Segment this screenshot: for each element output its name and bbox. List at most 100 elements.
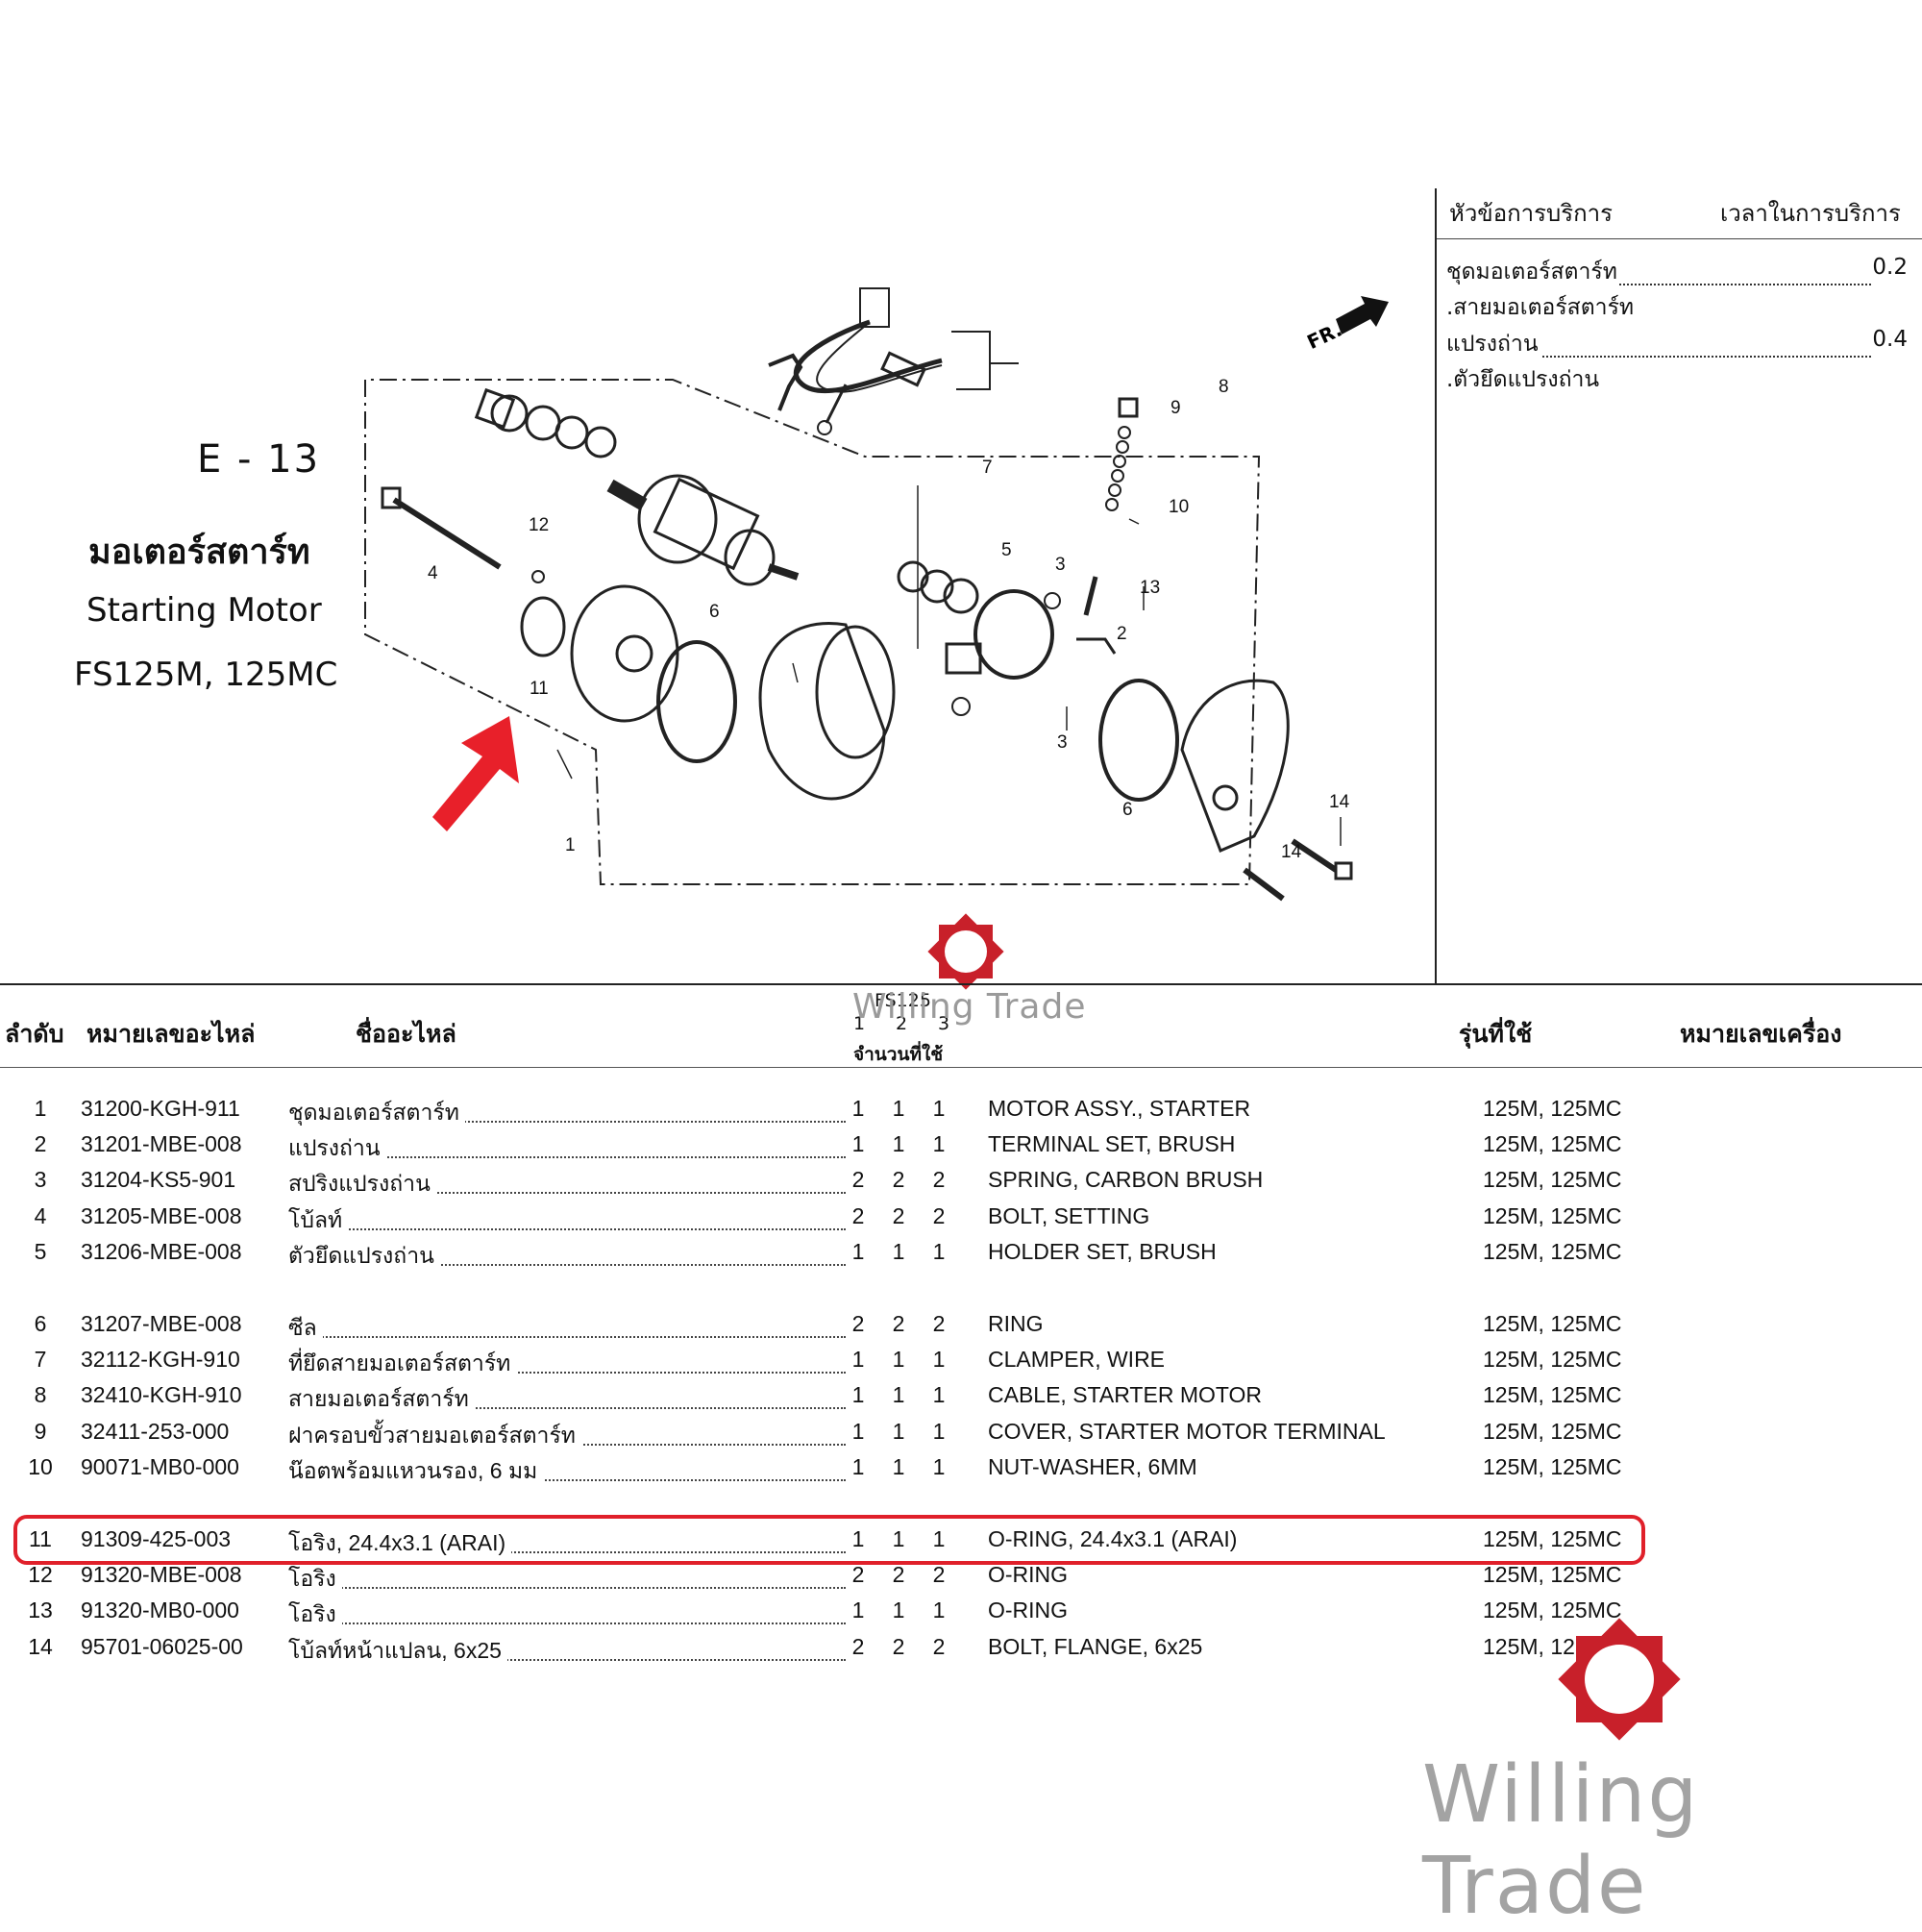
qty-3: 2 (932, 1311, 946, 1336)
part-name-english: BOLT, FLANGE, 6x25 (988, 1634, 1203, 1659)
applicable-models: 125M, 125MC (1483, 1347, 1622, 1372)
part-name-english: O-RING (988, 1562, 1069, 1587)
service-item-label: ชุดมอเตอร์สตาร์ท (1446, 260, 1617, 285)
qty-2: 2 (892, 1167, 905, 1192)
part-number: 31207-MBE-008 (81, 1311, 242, 1336)
part-name-english: O-RING, 24.4x3.1 (ARAI) (988, 1526, 1238, 1551)
diagram-code: E - 13 (197, 437, 321, 482)
col-header-no: ลำดับ (5, 1020, 64, 1048)
col-header-qty-3: 3 (938, 1013, 950, 1034)
qty-3: 1 (932, 1419, 946, 1444)
qty-1: 2 (851, 1203, 865, 1228)
qty-1: 1 (851, 1526, 865, 1551)
qty-2: 2 (892, 1562, 905, 1587)
service-box-border (1435, 188, 1437, 984)
qty-2: 1 (892, 1239, 905, 1264)
qty-1: 2 (851, 1634, 865, 1659)
qty-1: 1 (851, 1598, 865, 1622)
part-index: 14 (28, 1634, 53, 1659)
callout-5: 5 (1001, 540, 1012, 560)
part-name-thai: ชุดมอเตอร์สตาร์ท (288, 1096, 846, 1130)
col-header-part-number: หมายเลขอะไหล่ (86, 1020, 256, 1048)
part-index: 7 (34, 1347, 47, 1372)
callout-2: 2 (1117, 624, 1127, 644)
part-number: 32410-KGH-910 (81, 1382, 242, 1407)
part-number: 91320-MBE-008 (81, 1562, 242, 1587)
part-number: 31204-KS5-901 (81, 1167, 236, 1192)
applicable-models: 125M, 125MC (1483, 1311, 1622, 1336)
part-name-thai: โอริง (288, 1598, 846, 1632)
qty-3: 1 (932, 1347, 946, 1372)
col-header-model-group: FS125 (875, 990, 931, 1011)
part-name-english: MOTOR ASSY., STARTER (988, 1096, 1251, 1121)
callout-4: 4 (428, 563, 438, 583)
service-item-label: แปรงถ่าน (1446, 332, 1539, 357)
qty-3: 1 (932, 1454, 946, 1479)
watermark-text-small: Willing Trade (852, 987, 1087, 1027)
table-header-divider (0, 1067, 1922, 1068)
qty-2: 1 (892, 1096, 905, 1121)
qty-1: 2 (851, 1311, 865, 1336)
part-name-english: BOLT, SETTING (988, 1203, 1150, 1228)
callout-3: 3 (1057, 732, 1068, 753)
part-name-thai: ที่ยึดสายมอเตอร์สตาร์ท (288, 1347, 846, 1381)
exploded-parts-diagram: FR. 1 2 3 3 4 5 6 6 7 8 9 10 11 12 13 14… (364, 287, 1389, 902)
qty-3: 1 (932, 1598, 946, 1622)
callout-1: 1 (565, 835, 576, 855)
qty-3: 1 (932, 1382, 946, 1407)
service-time-header: เวลาในการบริการ (1720, 200, 1901, 227)
part-name-thai: ซีล (288, 1311, 846, 1346)
callout-14b: 14 (1281, 842, 1302, 862)
part-number: 95701-06025-00 (81, 1634, 243, 1659)
diagram-models: FS125M, 125MC (74, 656, 338, 694)
callout-14: 14 (1329, 792, 1350, 812)
part-name-thai: ฝาครอบขั้วสายมอเตอร์สตาร์ท (288, 1419, 846, 1453)
qty-3: 1 (932, 1131, 946, 1156)
willing-trade-logo-large-icon (1558, 1618, 1681, 1741)
applicable-models: 125M, 125MC (1483, 1526, 1622, 1551)
qty-3: 2 (932, 1562, 946, 1587)
service-item-value: 0.2 (1872, 255, 1908, 280)
service-item-label: .สายมอเตอร์สตาร์ท (1446, 295, 1635, 320)
qty-2: 1 (892, 1131, 905, 1156)
qty-2: 1 (892, 1454, 905, 1479)
part-index: 11 (29, 1526, 52, 1551)
part-name-thai: แปรงถ่าน (288, 1131, 846, 1166)
callout-12: 12 (529, 515, 549, 535)
part-index: 10 (28, 1454, 53, 1479)
part-index: 5 (34, 1239, 47, 1264)
qty-3: 1 (932, 1239, 946, 1264)
qty-2: 1 (892, 1382, 905, 1407)
qty-2: 1 (892, 1419, 905, 1444)
col-header-qty-1: 1 (853, 1013, 866, 1034)
applicable-models: 125M, 125MC (1483, 1203, 1622, 1228)
part-index: 3 (34, 1167, 47, 1192)
qty-3: 1 (932, 1096, 946, 1121)
callout-6: 6 (709, 602, 720, 622)
qty-1: 1 (851, 1239, 865, 1264)
willing-trade-logo-icon (927, 913, 1004, 990)
table-top-border (0, 983, 1922, 985)
col-header-qty: จำนวนที่ใช้ (853, 1044, 944, 1065)
part-name-english: NUT-WASHER, 6MM (988, 1454, 1197, 1479)
callout-11: 11 (530, 679, 549, 699)
callout-8: 8 (1219, 377, 1229, 397)
service-item: .ตัวยึดแปรงถ่าน (1446, 362, 1908, 397)
qty-2: 1 (892, 1598, 905, 1622)
diagram-title-thai: มอเตอร์สตาร์ท (88, 533, 310, 572)
red-arrow-icon (432, 716, 519, 831)
qty-1: 1 (851, 1347, 865, 1372)
service-item: .สายมอเตอร์สตาร์ท (1446, 290, 1908, 325)
part-number: 32112-KGH-910 (81, 1347, 240, 1372)
applicable-models: 125M, 125MC (1483, 1382, 1622, 1407)
qty-2: 1 (892, 1526, 905, 1551)
part-name-english: CABLE, STARTER MOTOR (988, 1382, 1262, 1407)
part-number: 31206-MBE-008 (81, 1239, 242, 1264)
applicable-models: 125M, 125MC (1483, 1454, 1622, 1479)
